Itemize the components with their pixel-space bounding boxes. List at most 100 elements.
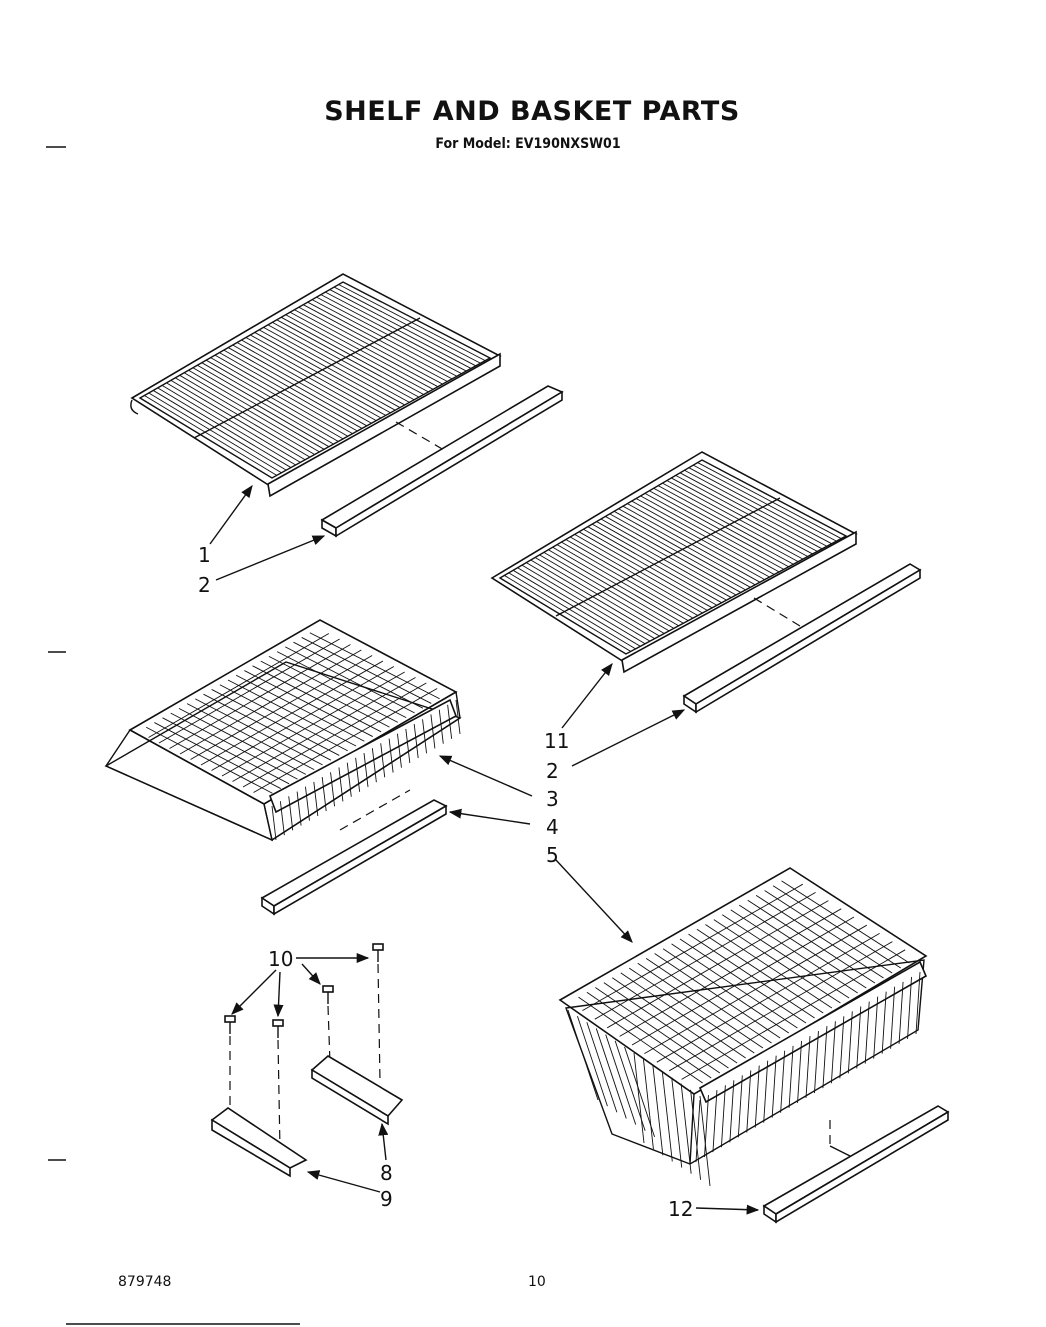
wire-rib — [644, 492, 785, 570]
wire-rib — [355, 757, 361, 792]
wire-rib — [695, 1099, 701, 1163]
basket-trim-strip-upper — [260, 799, 448, 916]
wire-rib — [228, 347, 368, 427]
wire-rib — [586, 1022, 618, 1113]
wire-basket-lower — [558, 867, 928, 1187]
wire-rib — [661, 1071, 673, 1162]
wire-rib — [649, 490, 789, 568]
wire-rib — [279, 801, 285, 836]
wire-rib — [504, 575, 632, 652]
wire-rib — [907, 976, 912, 1039]
wire-rib — [609, 513, 746, 591]
wire-rib — [232, 677, 416, 782]
wire-rib — [201, 362, 339, 442]
wire-rib — [183, 372, 320, 453]
screw-icon — [224, 1015, 236, 1034]
wire-rib — [214, 354, 353, 435]
wire-rib — [788, 1045, 794, 1108]
wire-rib — [565, 539, 698, 616]
wire-rib — [693, 464, 837, 542]
wire-rib — [746, 1070, 752, 1133]
wire-rib — [627, 503, 765, 581]
wire-rib — [285, 314, 429, 393]
wire-rib — [447, 704, 453, 739]
wire-rib — [657, 485, 799, 563]
wire-rib — [250, 334, 391, 414]
wire-rib — [161, 385, 296, 466]
wire-rib — [656, 933, 880, 1063]
wire-rib — [697, 462, 842, 539]
wire-rib — [170, 379, 306, 461]
wire-rib — [526, 562, 655, 639]
wire-rib — [254, 332, 396, 411]
callout-1: 1 — [198, 543, 211, 567]
screws — [224, 943, 384, 1151]
wire-rib — [288, 796, 294, 831]
wire-rib — [822, 1026, 828, 1089]
callout-3: 3 — [546, 787, 559, 811]
wire-rib — [780, 1050, 786, 1113]
wire-rib — [175, 377, 311, 458]
wire-rib — [438, 709, 444, 744]
wire-rib — [200, 660, 384, 766]
wire-rib — [211, 666, 395, 771]
wire-rib — [338, 284, 486, 362]
wire-rib — [814, 1031, 819, 1094]
wire-rib — [864, 1001, 870, 1064]
wire-rib — [680, 1083, 692, 1174]
wire-rib — [771, 1055, 777, 1118]
wire-rib — [219, 352, 358, 432]
margin-marks — [46, 146, 300, 1325]
document-number: 879748 — [118, 1274, 172, 1290]
wire-rib — [699, 1095, 711, 1187]
wire-rib — [847, 1011, 853, 1074]
callout-8: 8 — [380, 1161, 393, 1185]
wire-rib — [271, 805, 277, 841]
wire-rib — [321, 777, 327, 812]
bracket-9 — [210, 1107, 308, 1178]
wire-rib — [307, 301, 453, 380]
wire-rib — [737, 1075, 743, 1138]
wire-shelf-upper — [130, 273, 502, 498]
wire-rib — [653, 487, 794, 565]
wire-rib — [296, 791, 302, 826]
wire-rib — [508, 572, 636, 650]
wire-basket-upper — [104, 619, 462, 842]
wire-rib — [388, 738, 394, 773]
wire-rib — [690, 1089, 702, 1180]
wire-rib — [148, 633, 330, 738]
wire-rib — [179, 649, 362, 755]
wire-rib — [614, 1040, 646, 1131]
wire-rib — [267, 324, 410, 403]
wire-rib — [380, 743, 386, 778]
wire-rib — [805, 1035, 811, 1099]
basket-trim-strip-lower — [762, 1105, 950, 1224]
wire-rib — [512, 569, 641, 647]
screw-icon — [322, 985, 334, 1004]
screw-icon — [272, 1019, 284, 1038]
callout-11: 11 — [544, 729, 569, 753]
wire-rib — [729, 1080, 735, 1143]
wire-rib — [600, 518, 737, 596]
wire-rib — [158, 638, 340, 744]
wire-rib — [166, 382, 301, 463]
wire-rib — [333, 286, 481, 364]
wire-rib — [153, 390, 287, 471]
wire-rib — [830, 1021, 836, 1084]
screw-icon — [372, 943, 384, 962]
wire-rib — [587, 526, 722, 604]
wire-rib — [567, 1009, 599, 1101]
callout-5: 5 — [546, 843, 559, 867]
wire-rib — [236, 342, 377, 422]
wire-rib — [346, 762, 352, 797]
wire-rib — [570, 536, 703, 614]
wire-rib — [205, 359, 344, 440]
wire-shelf-lower — [490, 451, 858, 674]
wire-rib — [754, 1065, 760, 1128]
wire-rib — [679, 472, 823, 550]
wire-rib — [179, 374, 315, 455]
wire-rib — [305, 786, 310, 821]
wire-rib — [898, 981, 904, 1044]
wire-rib — [313, 781, 319, 816]
wire-rib — [543, 551, 675, 629]
